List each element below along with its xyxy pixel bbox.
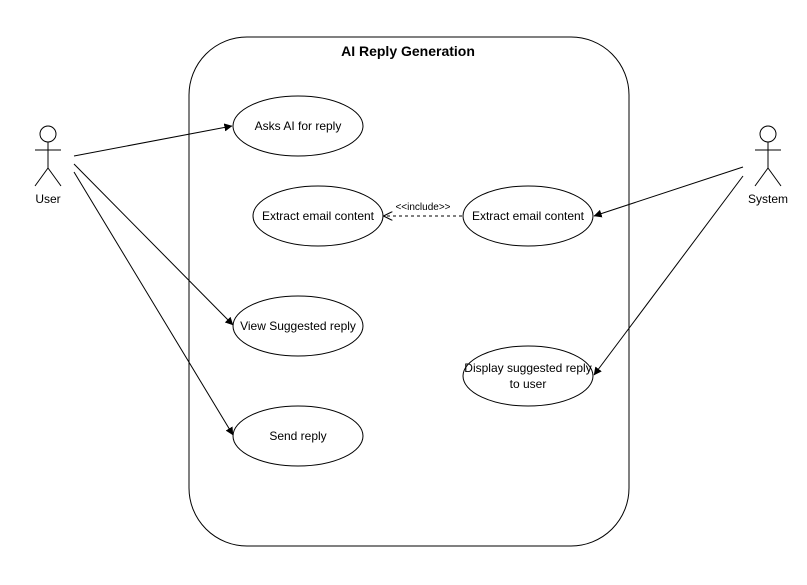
edge-user-to-send-reply [73,171,234,436]
use-case-extract-email-left-label: Extract email content [262,209,375,223]
use-case-display-suggested-reply-label-line1: Display suggested reply [464,361,591,375]
use-case-view-suggested-reply-label: View Suggested reply [240,319,356,333]
use-case-asks-ai [232,95,364,157]
use-case-asks-ai-label: Asks AI for reply [255,119,342,133]
edge-user-to-view-suggested [73,163,234,326]
system-actor-label: System [748,192,788,206]
use-case-extract-email-right-label: Extract email content [472,209,585,223]
use-case-view-suggested-reply [232,295,364,357]
edge-system-to-extract-email [593,166,744,218]
use-case-send-reply-label: Send reply [269,429,326,443]
user-actor-label: User [35,192,60,206]
system-actor [754,125,782,187]
use-case-display-suggested-reply [462,345,594,407]
use-case-extract-email-right [462,185,594,247]
system-boundary-title: AI Reply Generation [341,43,475,59]
edge-system-to-display-suggested [593,175,744,376]
use-case-send-reply [232,405,364,467]
use-case-extract-email-left [252,185,384,247]
include-stereotype-label: <<include>> [395,202,450,213]
use-case-display-suggested-reply-label-line2: to user [510,377,547,391]
user-actor [34,125,62,187]
edge-user-to-asks-ai [73,123,233,157]
